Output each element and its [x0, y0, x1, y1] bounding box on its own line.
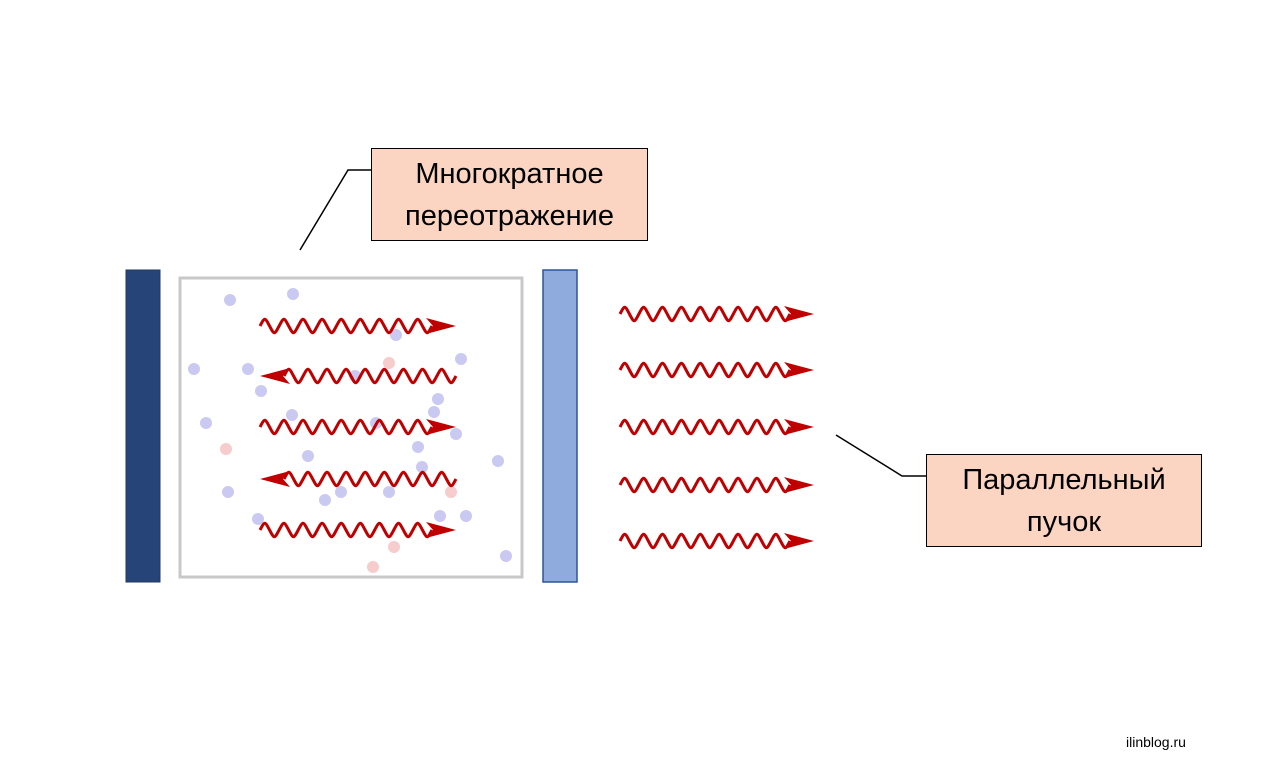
atom-particle	[460, 510, 472, 522]
wave-line	[258, 418, 434, 436]
internal-wave-arrow	[258, 317, 456, 335]
atom-particle	[383, 486, 395, 498]
callout-multiple-reflection-line-2: переотражение	[405, 199, 614, 232]
wave-line	[258, 317, 434, 335]
atom-particle	[412, 441, 424, 453]
atom-particle	[432, 393, 444, 405]
atom-particle	[492, 455, 504, 467]
atom-particle	[390, 329, 402, 341]
atom-particle	[287, 288, 299, 300]
internal-wave-arrow	[258, 521, 456, 539]
internal-waves-group	[258, 317, 458, 539]
active-medium	[178, 276, 524, 579]
atom-particle	[434, 510, 446, 522]
excited-atom-particle	[388, 541, 400, 553]
wave-line	[618, 476, 792, 494]
excited-atom-particle	[220, 443, 232, 455]
atom-particle	[242, 363, 254, 375]
internal-wave-arrow	[258, 418, 456, 436]
atom-particle	[224, 294, 236, 306]
output-beam-group	[618, 305, 814, 550]
wave-line	[618, 305, 792, 323]
arrow-head	[426, 419, 456, 435]
internal-wave-arrow	[260, 367, 458, 385]
output-wave-arrow	[618, 476, 814, 494]
arrow-head	[784, 306, 814, 322]
atom-particle	[500, 550, 512, 562]
atom-particle	[222, 486, 234, 498]
wave-line	[282, 470, 458, 488]
watermark: ilinblog.ru	[1126, 734, 1186, 750]
partial-mirror	[542, 269, 578, 583]
callout-parallel-beam-line-1: Параллельный	[962, 463, 1166, 496]
excited-atom-particle	[383, 357, 395, 369]
atom-particle	[416, 461, 428, 473]
wave-line	[618, 532, 792, 550]
arrow-head	[784, 362, 814, 378]
arrow-head	[784, 419, 814, 435]
output-wave-arrow	[618, 361, 814, 379]
callout-parallel-beam: Параллельный пучок	[926, 454, 1202, 547]
atom-particle	[286, 409, 298, 421]
wave-line	[618, 361, 792, 379]
callout-multiple-reflection-line-1: Многократное	[415, 157, 604, 190]
atom-particle	[188, 363, 200, 375]
excited-atom-particle	[367, 561, 379, 573]
wave-line	[258, 521, 434, 539]
atom-particle	[255, 385, 267, 397]
arrow-head	[260, 368, 290, 384]
output-wave-arrow	[618, 532, 814, 550]
arrow-head	[426, 522, 456, 538]
callout-multiple-reflection: Многократное переотражение	[371, 148, 648, 241]
internal-wave-arrow	[260, 470, 458, 488]
wave-line	[618, 418, 792, 436]
output-wave-arrow	[618, 305, 814, 323]
full-mirror	[125, 269, 161, 583]
atom-particle	[335, 486, 347, 498]
arrow-head	[784, 477, 814, 493]
callout-parallel-beam-line-2: пучок	[1026, 505, 1102, 538]
callout-leader-multiple-reflection	[299, 169, 371, 251]
atom-particle	[455, 353, 467, 365]
atom-particle	[252, 513, 264, 525]
arrow-head	[426, 318, 456, 334]
atom-particle	[450, 428, 462, 440]
atom-particle	[200, 417, 212, 429]
arrow-head	[260, 471, 290, 487]
atom-particle	[319, 494, 331, 506]
output-wave-arrow	[618, 418, 814, 436]
arrow-head	[784, 533, 814, 549]
atom-particle	[302, 450, 314, 462]
wave-line	[282, 367, 458, 385]
atom-particle	[428, 406, 440, 418]
callout-leader-parallel-beam	[835, 434, 926, 477]
excited-atom-particle	[445, 486, 457, 498]
